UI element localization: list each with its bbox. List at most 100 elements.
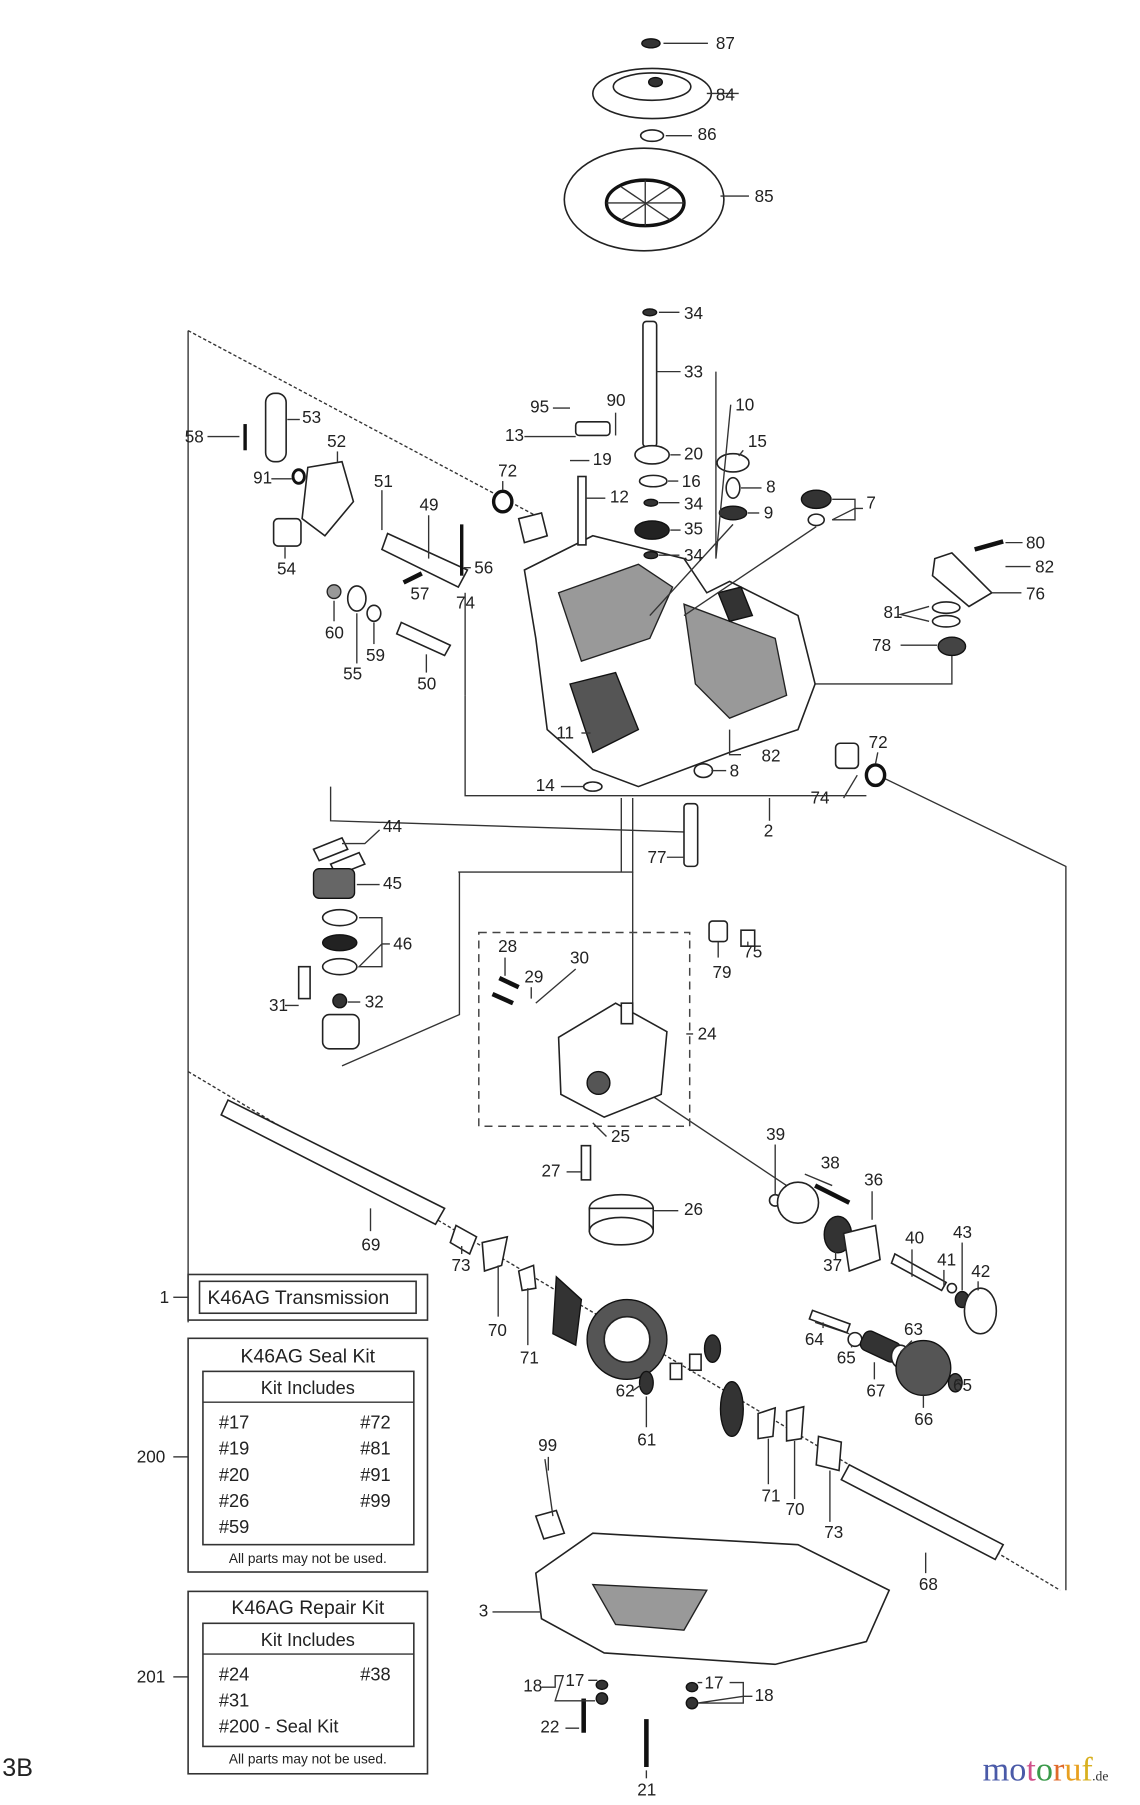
main-housing (523, 534, 816, 788)
callout-number: 16 (682, 472, 701, 491)
watermark-text: motoruf (983, 1752, 1094, 1789)
leader-line (541, 1675, 596, 1702)
callout-21: 21 (637, 1770, 656, 1799)
callout-79: 79 (712, 941, 731, 982)
callout-34c: 34 (658, 546, 703, 565)
callout-number: 27 (542, 1161, 561, 1180)
callout-44: 44 (342, 817, 402, 845)
leader-line (357, 916, 390, 968)
callout-55: 55 (343, 613, 362, 683)
callout-27: 27 (542, 1161, 582, 1180)
callout-number: 72 (869, 733, 888, 752)
callout-number: 91 (253, 468, 272, 487)
callout-number: 3 (479, 1601, 489, 1620)
pulley-hub (647, 76, 664, 88)
callout-80: 80 (1005, 533, 1045, 552)
part-68-axle (840, 1463, 1005, 1561)
callout-number: 60 (325, 623, 344, 642)
callout-33: 33 (656, 362, 703, 381)
callout-18a: 18 (523, 1675, 596, 1702)
part-99-tube (534, 1509, 566, 1540)
kit-repair-ref: 201 (137, 1668, 166, 1687)
leader-line (715, 371, 732, 559)
callout-52: 52 (327, 432, 346, 462)
callout-number: 53 (302, 408, 321, 427)
callout-41: 41 (937, 1250, 956, 1286)
callout-number: 63 (904, 1320, 923, 1339)
leader-line (954, 1378, 961, 1385)
kit-seal-ref: 200 (137, 1448, 166, 1467)
callout-number: 18 (755, 1686, 774, 1705)
callout-number: 67 (866, 1381, 885, 1400)
callout-number: 21 (637, 1780, 656, 1799)
callout-36: 36 (864, 1171, 883, 1220)
callout-number: 82 (1035, 557, 1054, 576)
callout-number: 79 (712, 963, 731, 982)
callout-71b: 71 (762, 1438, 781, 1505)
kit-seal: 200 K46AG Seal Kit Kit Includes #17#19#2… (137, 1337, 429, 1573)
callout-95: 95 (530, 398, 571, 417)
callout-18b: 18 (697, 1681, 774, 1705)
part-86-washer (639, 129, 665, 143)
callout-number: 74 (811, 789, 830, 808)
right-upper-parts (582, 539, 1004, 792)
callout-number: 95 (530, 398, 549, 417)
pump-group (478, 802, 756, 1246)
callout-90: 90 (606, 391, 625, 436)
leader-line (831, 498, 863, 521)
callout-63: 63 (900, 1320, 923, 1353)
callout-number: 78 (872, 636, 891, 655)
callout-number: 99 (538, 1436, 557, 1455)
callout-70b: 70 (785, 1440, 804, 1519)
leader-line (804, 1173, 833, 1187)
callout-16: 16 (668, 472, 701, 491)
kit-item: #59 (219, 1516, 249, 1537)
kit-transmission-ref: 1 (160, 1288, 170, 1307)
callout-number: 12 (610, 488, 629, 507)
kit-transmission-title: K46AG Transmission (207, 1287, 389, 1309)
callout-35: 35 (670, 520, 703, 539)
callout-42: 42 (971, 1262, 990, 1291)
leader-line (342, 829, 381, 845)
callout-67: 67 (866, 1362, 885, 1400)
callout-13: 13 (505, 426, 576, 445)
callout-number: 73 (824, 1523, 843, 1542)
callout-74b: 74 (811, 774, 858, 808)
callout-number: 73 (451, 1256, 470, 1275)
callout-39: 39 (766, 1125, 785, 1195)
callout-number: 82 (762, 746, 781, 765)
kit-seal-left-items: #17#19#20#26#59 (219, 1411, 249, 1537)
callout-8a: 8 (740, 477, 776, 496)
callout-73a: 73 (451, 1245, 470, 1275)
callout-number: 13 (505, 426, 524, 445)
callout-number: 43 (953, 1223, 972, 1242)
callout-49: 49 (420, 496, 439, 559)
callout-66: 66 (914, 1395, 933, 1429)
kit-transmission: 1 K46AG Transmission (160, 1273, 429, 1321)
callout-43: 43 (953, 1223, 972, 1291)
watermark-letter: t (1026, 1752, 1036, 1789)
callout-number: 44 (383, 817, 402, 836)
kit-seal-includes: Kit Includes (261, 1377, 355, 1398)
callout-37: 37 (823, 1251, 842, 1275)
callout-20: 20 (670, 444, 703, 463)
callout-2: 2 (764, 797, 773, 841)
callout-11: 11 (556, 724, 591, 743)
callout-12: 12 (585, 488, 629, 507)
callout-17b: 17 (697, 1673, 724, 1692)
callout-number: 86 (698, 125, 717, 144)
callout-number: 17 (565, 1671, 584, 1690)
leader-line (900, 1340, 913, 1353)
callout-29: 29 (524, 968, 543, 999)
callout-number: 71 (520, 1348, 539, 1367)
kit-seal-title: K46AG Seal Kit (241, 1345, 376, 1367)
callout-number: 76 (1026, 585, 1045, 604)
callout-54: 54 (277, 547, 296, 579)
callout-number: 37 (823, 1256, 842, 1275)
callout-number: 72 (498, 462, 517, 481)
callout-71a: 71 (520, 1288, 539, 1367)
callout-65b: 65 (953, 1376, 972, 1395)
callout-81: 81 (883, 603, 930, 622)
